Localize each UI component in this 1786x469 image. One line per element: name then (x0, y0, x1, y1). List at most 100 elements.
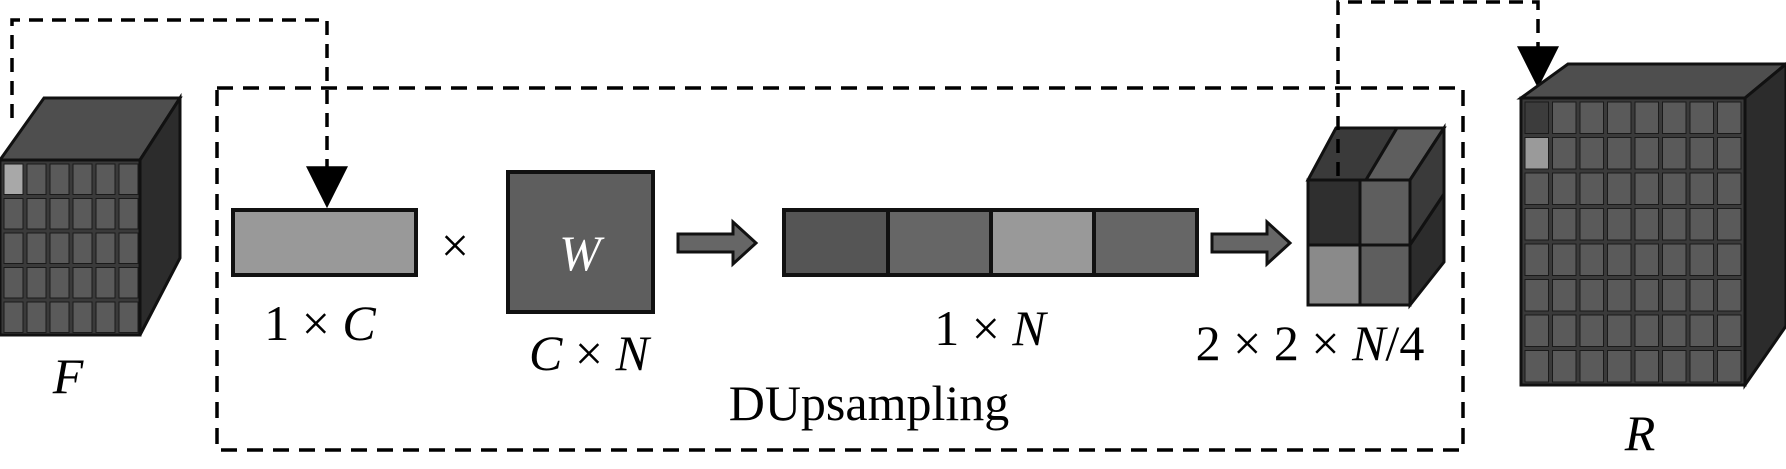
output-R-cube (1516, 62, 1786, 390)
r-grid-cell (1662, 314, 1687, 347)
r-grid-cell (1717, 279, 1742, 312)
r-grid-cell (1579, 350, 1604, 383)
r-grid-cell (1607, 101, 1632, 134)
vector-1xN (782, 208, 1199, 277)
f-grid-cell (26, 267, 47, 299)
cube-dim-times-1: × (1233, 315, 1261, 371)
cube-dim-times-2: × (1311, 315, 1339, 371)
r-grid-cell (1579, 243, 1604, 276)
r-grid-cell (1717, 243, 1742, 276)
block-arrow-2 (1210, 218, 1293, 268)
matrix-dim-N: N (615, 325, 652, 381)
f-grid-cell (118, 301, 139, 333)
dupsampling-module-label: DUpsampling (729, 375, 1010, 431)
r-grid-cell (1689, 243, 1714, 276)
r-grid-cell (1689, 172, 1714, 205)
r-grid-cell (1524, 350, 1549, 383)
cube-to-R-dashed-arrow (1336, 0, 1559, 176)
f-grid-cell (72, 301, 93, 333)
matrix-dim-times: × (575, 325, 603, 381)
matrix-W-label: W (559, 225, 605, 281)
block-arrow-1 (676, 218, 759, 268)
cube-2x2xN4 (1305, 122, 1447, 310)
r-grid-cell (1662, 208, 1687, 241)
f-grid-cell (26, 163, 47, 195)
r-grid-cell (1634, 208, 1659, 241)
r-grid-cell (1717, 350, 1742, 383)
vector-dim-C: C (342, 295, 376, 351)
r-grid-cell (1607, 350, 1632, 383)
vector-1xN-cell-1 (782, 208, 890, 277)
f-grid-cell (49, 163, 70, 195)
r-grid-cell (1524, 101, 1549, 134)
small-cube-front-br (1358, 243, 1412, 307)
f-grid-cell (118, 163, 139, 195)
cube-dim-N: N (1351, 315, 1388, 371)
r-grid-cell (1689, 208, 1714, 241)
r-grid-cell (1662, 279, 1687, 312)
r-grid-cell (1607, 243, 1632, 276)
f-grid-cell (95, 232, 116, 264)
r-grid-cell (1552, 243, 1577, 276)
f-grid-cell (3, 301, 24, 333)
r-grid-cell (1717, 208, 1742, 241)
feature-map-F-cube (0, 92, 183, 337)
f-grid-cell (3, 267, 24, 299)
vector-1xN-label: 1 × N (934, 300, 1048, 356)
r-grid-cell (1607, 314, 1632, 347)
r-grid-cell (1634, 101, 1659, 134)
vector-1xN-cell-2 (886, 208, 993, 277)
f-grid-cell (3, 163, 24, 195)
r-grid-cell (1634, 243, 1659, 276)
f-grid-cell (49, 267, 70, 299)
f-grid-cell (95, 301, 116, 333)
cube-dim-2b: 2 (1274, 315, 1299, 371)
matrix-dim-C: C (529, 325, 563, 381)
r-grid-cell (1607, 137, 1632, 170)
f-grid-cell (3, 198, 24, 230)
f-grid-cell (95, 198, 116, 230)
cube-dim-div4: /4 (1385, 315, 1424, 371)
r-grid-cell (1607, 172, 1632, 205)
cube-2x2xN4-label: 2 × 2 × N/4 (1196, 315, 1425, 371)
r-grid-cell (1524, 314, 1549, 347)
cube-dim-2a: 2 (1196, 315, 1221, 371)
r-grid-cell (1579, 314, 1604, 347)
r-grid-cell (1607, 279, 1632, 312)
f-grid-cell (95, 163, 116, 195)
f-grid-cell (72, 232, 93, 264)
r-grid-cell (1662, 137, 1687, 170)
out-dim-N: N (1011, 300, 1048, 356)
r-grid-cell (1579, 101, 1604, 134)
r-grid-cell (1689, 137, 1714, 170)
R-label: R (1624, 405, 1656, 461)
vector-1xC (231, 208, 418, 277)
f-grid-cell (26, 232, 47, 264)
r-grid-cell (1552, 101, 1577, 134)
f-grid-cell (118, 198, 139, 230)
F-cube-grid (3, 163, 139, 333)
f-grid-cell (95, 267, 116, 299)
f-grid-cell (49, 198, 70, 230)
r-grid-cell (1634, 172, 1659, 205)
r-grid-cell (1717, 314, 1742, 347)
R-cube-top (1516, 62, 1786, 100)
out-dim-times: × (972, 300, 1000, 356)
f-grid-cell (26, 301, 47, 333)
r-grid-cell (1662, 101, 1687, 134)
r-grid-cell (1717, 137, 1742, 170)
matrix-W (506, 170, 655, 314)
r-grid-cell (1552, 172, 1577, 205)
vector-1xN-cell-4 (1092, 208, 1199, 277)
r-grid-cell (1689, 314, 1714, 347)
multiply-sign: × (441, 217, 469, 273)
vector-dim-times: × (302, 295, 330, 351)
R-cube-side (1743, 62, 1786, 390)
F-label: F (52, 348, 84, 404)
r-grid-cell (1579, 279, 1604, 312)
r-grid-cell (1634, 350, 1659, 383)
r-grid-cell (1524, 243, 1549, 276)
r-grid-cell (1524, 208, 1549, 241)
r-grid-cell (1552, 279, 1577, 312)
r-grid-cell (1717, 101, 1742, 134)
